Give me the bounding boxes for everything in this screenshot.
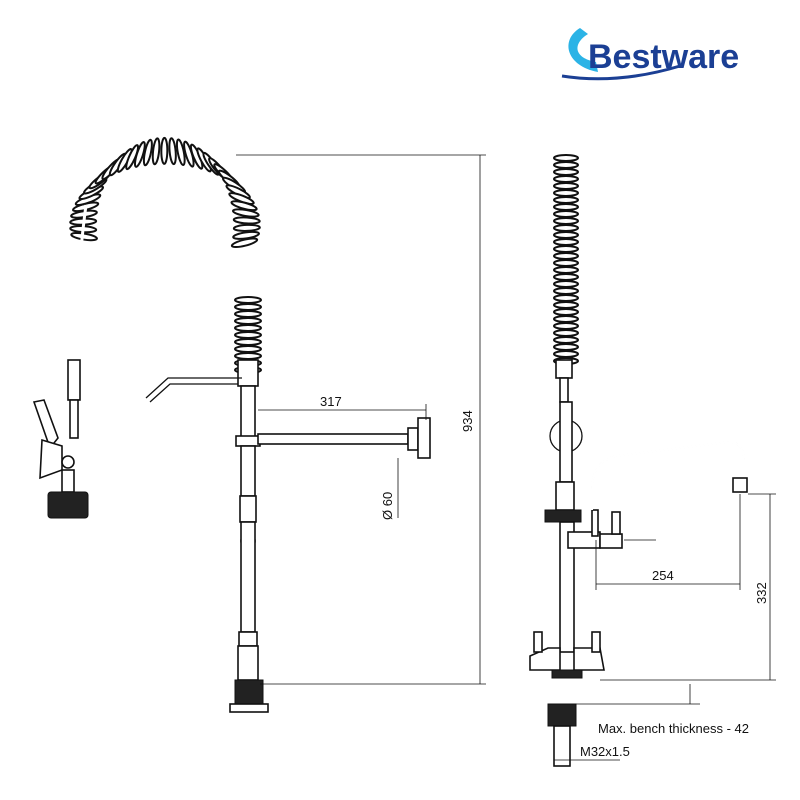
spring-coil-side	[553, 154, 579, 365]
spring-coil	[69, 136, 262, 374]
wall-bracket-arm	[145, 377, 431, 459]
coil-loop	[168, 137, 177, 166]
coil-loop	[151, 137, 161, 166]
dim-spout-height-label: 332	[754, 582, 769, 604]
dim-arm-reach: 317	[258, 394, 427, 420]
coil-loop	[234, 352, 262, 360]
coil-loop	[553, 308, 579, 316]
dim-thread: M32x1.5	[553, 740, 630, 762]
coil-loop	[160, 136, 169, 165]
coil-loop	[232, 216, 261, 225]
coil-loop	[553, 266, 579, 274]
tap-column	[229, 359, 269, 713]
dim-base-diameter-label: Ø 60	[380, 492, 395, 520]
coil-loop	[553, 217, 579, 225]
spray-gun	[32, 359, 89, 519]
coil-loop	[553, 329, 579, 337]
coil-loop	[553, 175, 579, 183]
coil-loop	[230, 200, 258, 212]
logo-wordmark: Bestware	[588, 38, 739, 76]
coil-loop	[234, 303, 262, 311]
coil-loop	[553, 182, 579, 190]
coil-loop	[234, 331, 262, 339]
coil-loop	[553, 315, 579, 323]
coil-loop	[553, 196, 579, 204]
coil-loop	[553, 168, 579, 176]
coil-loop	[553, 301, 579, 309]
coil-loop	[234, 317, 262, 325]
dim-overall-height-label: 934	[460, 410, 475, 432]
coil-loop	[553, 161, 579, 169]
coil-loop	[553, 245, 579, 253]
coil-loop	[133, 141, 146, 168]
coil-loop	[553, 224, 579, 232]
coil-loop	[231, 208, 260, 218]
coil-loop	[142, 138, 153, 167]
coil-loop	[232, 223, 261, 232]
coil-loop	[553, 287, 579, 295]
front-view: 317 Ø 60 934	[32, 136, 486, 713]
coil-loop	[553, 210, 579, 218]
coil-loop	[553, 336, 579, 344]
coil-loop	[230, 237, 259, 249]
coil-loop	[553, 189, 579, 197]
bench-thickness-marker: Max. bench thickness - 42	[576, 684, 749, 736]
tap-column-side	[529, 440, 748, 767]
bestware-logo: Bestware	[561, 28, 739, 81]
coil-loop	[553, 252, 579, 260]
bench-thickness-note: Max. bench thickness - 42	[598, 721, 749, 736]
coil-loop	[234, 296, 262, 304]
coil-loop	[70, 231, 98, 242]
coil-loop	[175, 138, 186, 167]
coil-loop	[553, 350, 579, 358]
coil-loop	[234, 324, 262, 332]
coil-loop	[553, 154, 579, 162]
dim-spout-reach: 254	[595, 494, 741, 590]
side-view: 254 332 Max. bench thickness - 42 M32x1.…	[529, 154, 776, 767]
coil-loop	[553, 273, 579, 281]
coil-loop	[234, 345, 262, 353]
coil-loop	[553, 322, 579, 330]
coil-loop	[553, 203, 579, 211]
coil-loop	[553, 231, 579, 239]
coil-loop	[553, 238, 579, 246]
coil-loop	[553, 280, 579, 288]
dim-thread-label: M32x1.5	[580, 744, 630, 759]
dim-spout-reach-label: 254	[652, 568, 674, 583]
dim-arm-reach-label: 317	[320, 394, 342, 409]
coil-loop	[553, 343, 579, 351]
spray-head-side	[544, 359, 583, 523]
dim-spout-height: 332	[600, 493, 776, 681]
coil-loop	[234, 310, 262, 318]
dim-base-diameter: Ø 60	[380, 458, 399, 520]
coil-loop	[553, 294, 579, 302]
coil-loop	[553, 259, 579, 267]
coil-loop	[234, 338, 262, 346]
dim-overall-height: 934	[236, 154, 486, 685]
